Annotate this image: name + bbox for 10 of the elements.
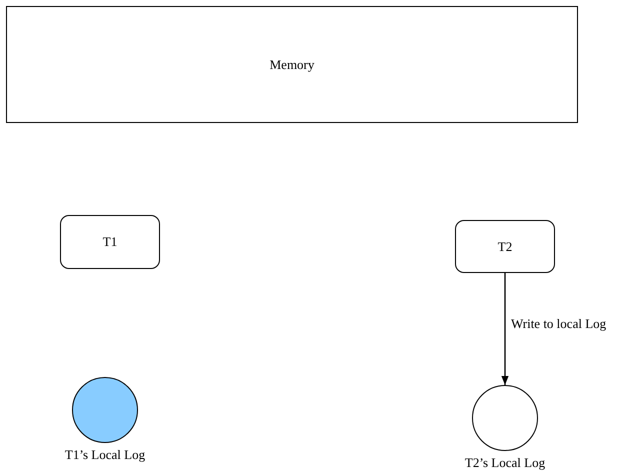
- box-label: Memory: [270, 56, 314, 72]
- node-caption: T1’s Local Log: [64, 447, 146, 463]
- process-box: [60, 215, 160, 269]
- process-box: [6, 6, 578, 123]
- box-label: T2: [498, 238, 512, 254]
- process-box: [455, 220, 555, 273]
- node-caption: T2’s Local Log: [464, 455, 546, 471]
- arrow: [501, 273, 509, 385]
- box-label: T1: [102, 234, 118, 250]
- edge-label: Write to local Log: [511, 316, 606, 332]
